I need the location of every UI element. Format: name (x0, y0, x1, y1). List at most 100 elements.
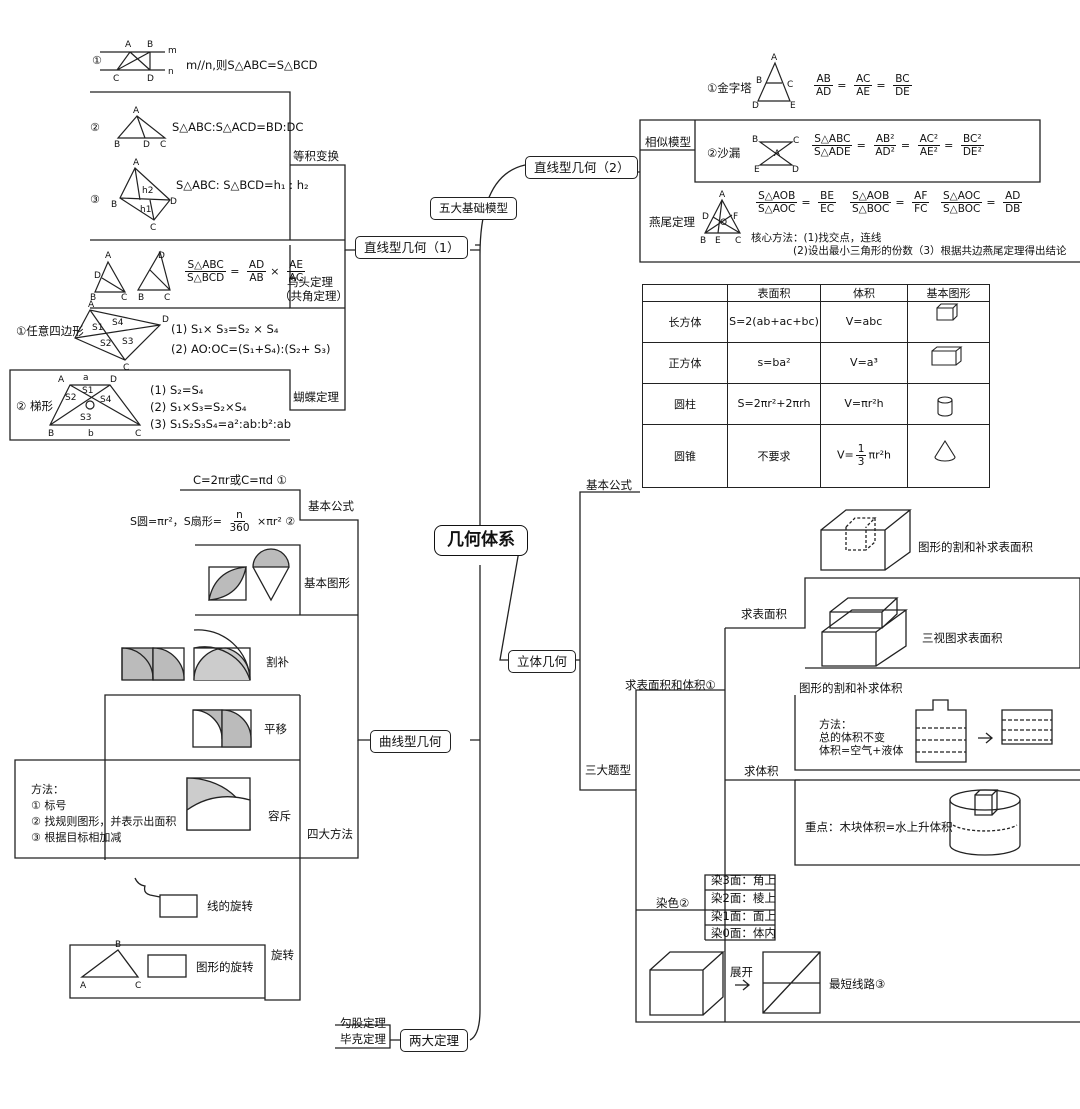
table-header-cell: 表面积 (727, 284, 821, 302)
svg-text:D: D (94, 271, 101, 281)
svg-text:S3: S3 (122, 337, 133, 347)
equal-area-item-2-marker: ② (90, 121, 100, 134)
hg-f4-num: BC² (961, 133, 984, 147)
trapezoid-label: ② 梯形 (16, 399, 53, 413)
inclusion-exclusion-label: 容斥 (268, 809, 291, 823)
cone-volume-num: 1 (855, 443, 867, 457)
table-cell-volume: V=πr²h (820, 382, 908, 425)
hg-f1-den: S△ADE (814, 146, 851, 159)
three-view-surface-label: 三视图求表面积 (922, 631, 1003, 645)
svg-text:S2: S2 (65, 393, 76, 403)
equal-area-item-1-marker: ① (92, 54, 102, 67)
sw-f1-den: S△AOC (758, 203, 796, 216)
similarity-model-label[interactable]: 相似模型 (645, 135, 691, 149)
sw-f3r-num: AD (1003, 190, 1023, 204)
line-geometry-2-node[interactable]: 直线型几何（2） (525, 156, 639, 179)
svg-text:C: C (135, 981, 141, 991)
bird-head-theorem-label[interactable]: 鸟头定理 (287, 275, 333, 289)
svg-text:A: A (125, 40, 132, 50)
volume-method-2: 体积=空气+液体 (819, 744, 904, 757)
sw-f2-num: S△AOB (850, 190, 892, 204)
curve-geometry-node[interactable]: 曲线型几何 (370, 730, 451, 753)
quadrilateral-formula-1: (1) S₁× S₃=S₂ × S₄ (171, 322, 279, 336)
surface-area-label[interactable]: 求表面积 (741, 607, 787, 621)
volume-method: 方法： 总的体积不变 体积=空气+液体 (819, 718, 903, 757)
swallowtail-label[interactable]: 燕尾定理 (649, 215, 695, 229)
equal-area-transform-label[interactable]: 等积变换 (293, 149, 339, 163)
pick-theorem-label[interactable]: 毕克定理 (340, 1032, 386, 1046)
sw-f2-den: S△BOC (852, 203, 890, 216)
sw-f3-num: S△AOC (941, 190, 983, 204)
svg-text:D: D (143, 140, 150, 150)
two-theorems-node[interactable]: 两大定理 (400, 1029, 469, 1052)
table-header-cell: 体积 (820, 284, 908, 302)
solid-geometry-node[interactable]: 立体几何 (508, 650, 577, 673)
hourglass-label: ②沙漏 (707, 146, 741, 160)
surface-area-volume-label[interactable]: 求表面积和体积① (625, 678, 716, 692)
svg-text:A: A (105, 251, 112, 261)
svg-text:C: C (164, 293, 170, 303)
bird-f1-den: S△BCD (187, 272, 225, 285)
table-cell-name: 长方体 (642, 301, 728, 343)
dye-item-0: 染0面：体内 (711, 926, 776, 940)
svg-text:A: A (133, 158, 140, 168)
line-geometry-1-node[interactable]: 直线型几何（1） (355, 236, 469, 259)
solid-basic-formula-label[interactable]: 基本公式 (586, 478, 632, 492)
pyramid-figure: AB CD E (752, 53, 796, 111)
pyr-f3-den: DE (895, 86, 910, 99)
surface-cut-fill-label: 图形的割和补求表面积 (918, 540, 1033, 554)
core-method-line-2: (2)设出最小三角形的份数（3）根据共边燕尾定理得出结论 (793, 245, 1067, 257)
bird-f3-den: AC (288, 272, 304, 285)
svg-text:h2: h2 (142, 186, 153, 196)
shortest-path-label: 最短线路③ (829, 977, 886, 991)
table-row: 圆柱 S=2πr²+2πrh V=πr²h (642, 382, 990, 425)
hg-f3-den: AE² (919, 146, 938, 159)
svg-text:S1: S1 (92, 323, 103, 333)
dye-item-2: 染2面：棱上 (711, 891, 776, 905)
basic-shape-label[interactable]: 基本图形 (304, 576, 350, 590)
area-formula-suffix: ×πr² ② (257, 514, 296, 528)
container-volume-figures (915, 699, 1053, 763)
svg-text:C: C (735, 236, 741, 246)
curve-basic-formula-label[interactable]: 基本公式 (308, 499, 354, 513)
svg-text:m: m (168, 46, 177, 56)
butterfly-theorem-label[interactable]: 蝴蝶定理 (293, 390, 339, 404)
inclusion-exclusion-figure (186, 777, 251, 831)
svg-text:E: E (715, 236, 721, 246)
dye-label[interactable]: 染色② (656, 896, 690, 910)
core-method-line-1: 核心方法：(1)找交点，连线 (751, 232, 882, 244)
line-rotation-label: 线的旋转 (207, 899, 253, 913)
cylinder-with-block-figure (949, 789, 1021, 856)
pythagoras-theorem-label[interactable]: 勾股定理 (340, 1016, 386, 1030)
hg-f4-den: DE² (962, 146, 982, 159)
svg-text:S4: S4 (100, 395, 112, 405)
bird-f1-num: S△ABC (185, 259, 226, 273)
svg-text:S3: S3 (80, 413, 91, 423)
volume-label[interactable]: 求体积 (744, 764, 779, 778)
sw-f2r-num: AF (912, 190, 930, 204)
solid-formula-table: 表面积 体积 基本图形 长方体 S=2(ab+ac+bc) V=abc 正方体 … (642, 284, 990, 489)
central-topic-node[interactable]: 几何体系 (434, 525, 528, 556)
svg-text:D: D (702, 212, 709, 222)
co-angle-theorem-label: （共角定理） (279, 289, 348, 303)
table-cell-area: s=ba² (727, 341, 821, 384)
hg-f3-num: AC² (917, 133, 941, 147)
five-basic-models-node[interactable]: 五大基础模型 (430, 197, 517, 220)
cut-fill-label: 割补 (266, 655, 289, 669)
three-question-types-label[interactable]: 三大题型 (585, 763, 631, 777)
four-methods-label[interactable]: 四大方法 (307, 827, 353, 841)
rotation-label[interactable]: 旋转 (271, 948, 294, 962)
table-cell-name: 圆柱 (642, 382, 728, 425)
svg-text:C: C (113, 74, 119, 84)
svg-text:B: B (114, 140, 120, 150)
equal-area-item-1-text: m//n,则S△ABC=S△BCD (186, 58, 318, 72)
equal-area-item-3-marker: ③ (90, 193, 100, 206)
hg-f2-num: AB² (873, 133, 897, 147)
table-cell-shape (907, 341, 990, 384)
table-row: 长方体 S=2(ab+ac+bc) V=abc (642, 301, 990, 343)
